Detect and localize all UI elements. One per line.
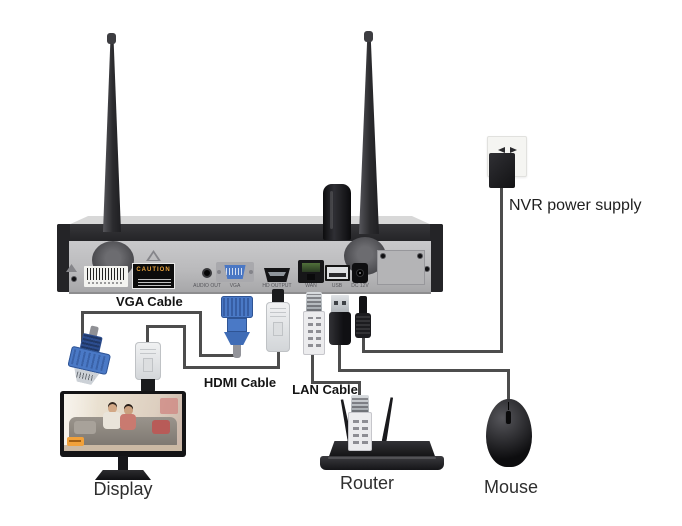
barcode-sticker [84,266,128,287]
barcode-digits [88,282,124,284]
port-label-wan: WAN [305,283,317,289]
screw-icon [71,276,77,282]
hdmi-adapter-nvr [265,289,291,353]
lan-connector-router [346,395,374,451]
mouse-cable-wire [338,343,341,372]
hdmi-cable-label: HDMI Cable [203,375,277,390]
vga-cable-wire [199,311,202,357]
monitor-screen [64,394,182,451]
hdmi-cable-wire [183,325,186,369]
nvr-top-surface [66,216,434,226]
lan-connector-nvr [303,292,325,356]
dc-plug-nvr [353,296,373,338]
lan-cable-wire [358,381,361,399]
screen-logo [67,437,84,446]
monitor-base [95,470,151,480]
router-label: Router [339,473,395,493]
nvr-antenna-right-cap [364,31,373,42]
vga-cable-wire [199,354,237,357]
port-label-audio-out: AUDIO OUT [193,283,221,289]
vent-plate [377,250,425,285]
port-label-hd-output: HD OUTPUT [262,283,292,289]
person-figure [108,404,117,413]
router [310,390,460,480]
vga-connector-display [60,321,121,392]
vga-cable-wire [81,311,84,342]
caution-label: CAUTION [132,263,175,289]
lan-cable-wire [311,381,361,384]
power-cable-wire [500,186,503,353]
mouse-wheel [505,410,512,425]
hdmi-cable-wire [146,325,149,347]
dc-power-jack [352,263,368,283]
hdmi-connector-display [133,342,163,394]
display-label: Display [93,479,153,499]
barcode-bars [87,268,125,280]
monitor-neck [118,456,128,472]
hdmi-cable-wire [277,350,280,369]
vga-cable-wire [81,311,202,314]
caution-text: CAUTION [136,267,171,273]
mouse-cable-wire [338,369,510,372]
vga-connector-nvr [219,293,255,359]
outlet-slot-icon [498,147,505,153]
hdmi-port [264,268,290,282]
router-body-front [320,456,444,470]
vga-cable-label: VGA Cable [116,294,183,309]
wan-port [298,260,324,283]
usb-port [325,265,350,281]
port-label-usb: USB [331,283,343,289]
screw-icon [417,253,423,259]
port-label-vga: VGA [229,283,241,289]
power-adapter [489,153,515,188]
nvr-antenna-left-cap [107,33,116,44]
port-label-dc: DC 12V [351,283,369,289]
caution-fineprint [138,277,171,286]
hdmi-cable-wire [183,366,280,369]
lan-cable-label: LAN Cable [292,382,358,397]
power-cable-wire [362,350,503,353]
nvr-power-supply-label: NVR power supply [509,197,642,214]
nvr-antenna-right [359,34,379,234]
person-figure [124,406,133,415]
outlet-slot-icon [510,147,517,153]
mouse-cable-wire [507,369,510,402]
nvr-unit: CAUTION [57,31,443,294]
lan-cable-wire [311,352,314,384]
nvr-right-cap [430,224,443,292]
usb-plug-nvr [328,295,352,345]
audio-out-jack [202,268,212,278]
mouse [486,399,532,467]
nvr-antenna-left [103,36,121,232]
vga-port [216,262,254,282]
hdmi-cable-wire [146,325,186,328]
nvr-left-cap [57,224,70,292]
wifi-dongle [323,184,351,240]
warning-triangle-icon [146,250,161,261]
screw-icon [380,253,386,259]
power-cable-wire [362,337,365,353]
router-antenna-right [381,397,395,447]
panel-warning-icon [66,264,77,272]
mouse-label: Mouse [483,477,539,497]
monitor [58,389,188,481]
